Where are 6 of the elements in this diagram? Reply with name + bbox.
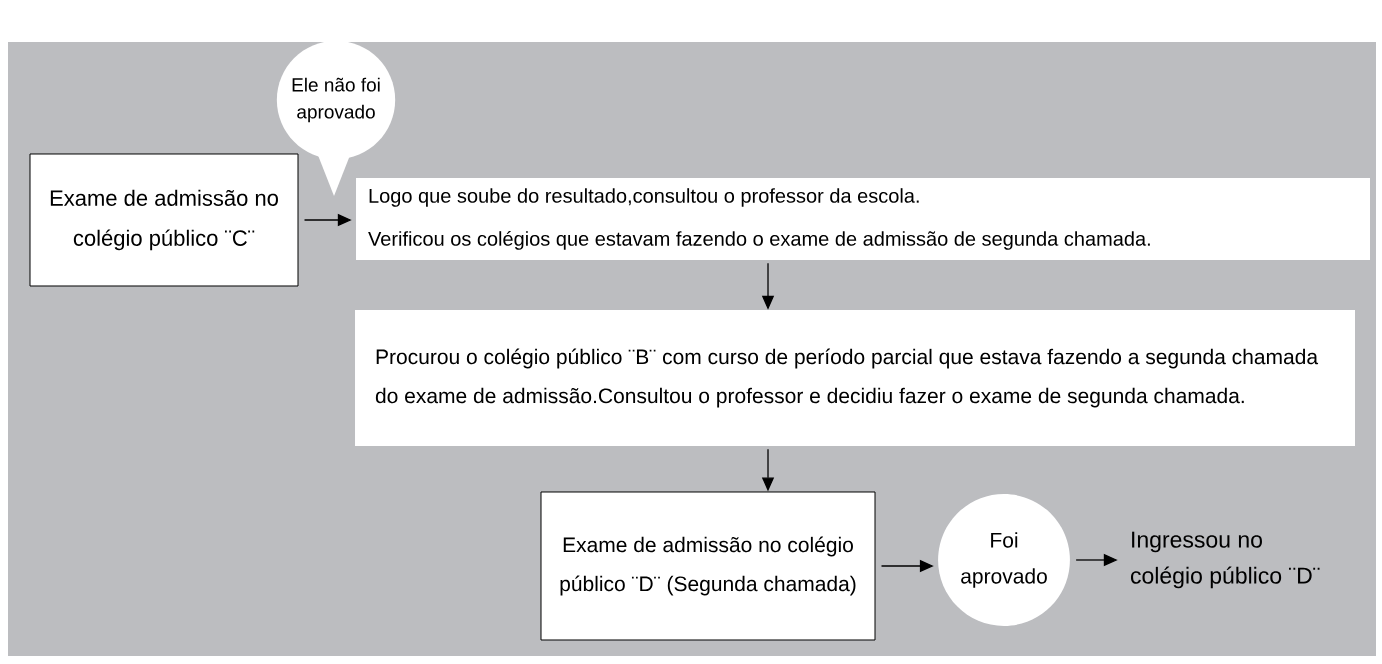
text-panel: Procurou o colégio público ¨B¨ com curso de período parcial que estava fazendo a segunda chamada do exame de admissão.Consultou o professor e decidiu fazer o exame de segunda chamada.	[355, 310, 1355, 446]
result-text: Ingressou no colégio público ¨D¨	[1130, 531, 1320, 589]
process-box: Exame de admissão no colégio público ¨C¨	[29, 153, 299, 287]
node-label: Ele não foi aprovado	[292, 77, 380, 123]
process-box: Exame de admissão no colégio público ¨D¨ (Segunda chamada)	[540, 491, 876, 641]
text-panel: Logo que soube do resultado,consultou o professor da escola. Verificou os colégios que estavam fazendo o exame de admissão de segunda chamada.	[356, 178, 1370, 260]
